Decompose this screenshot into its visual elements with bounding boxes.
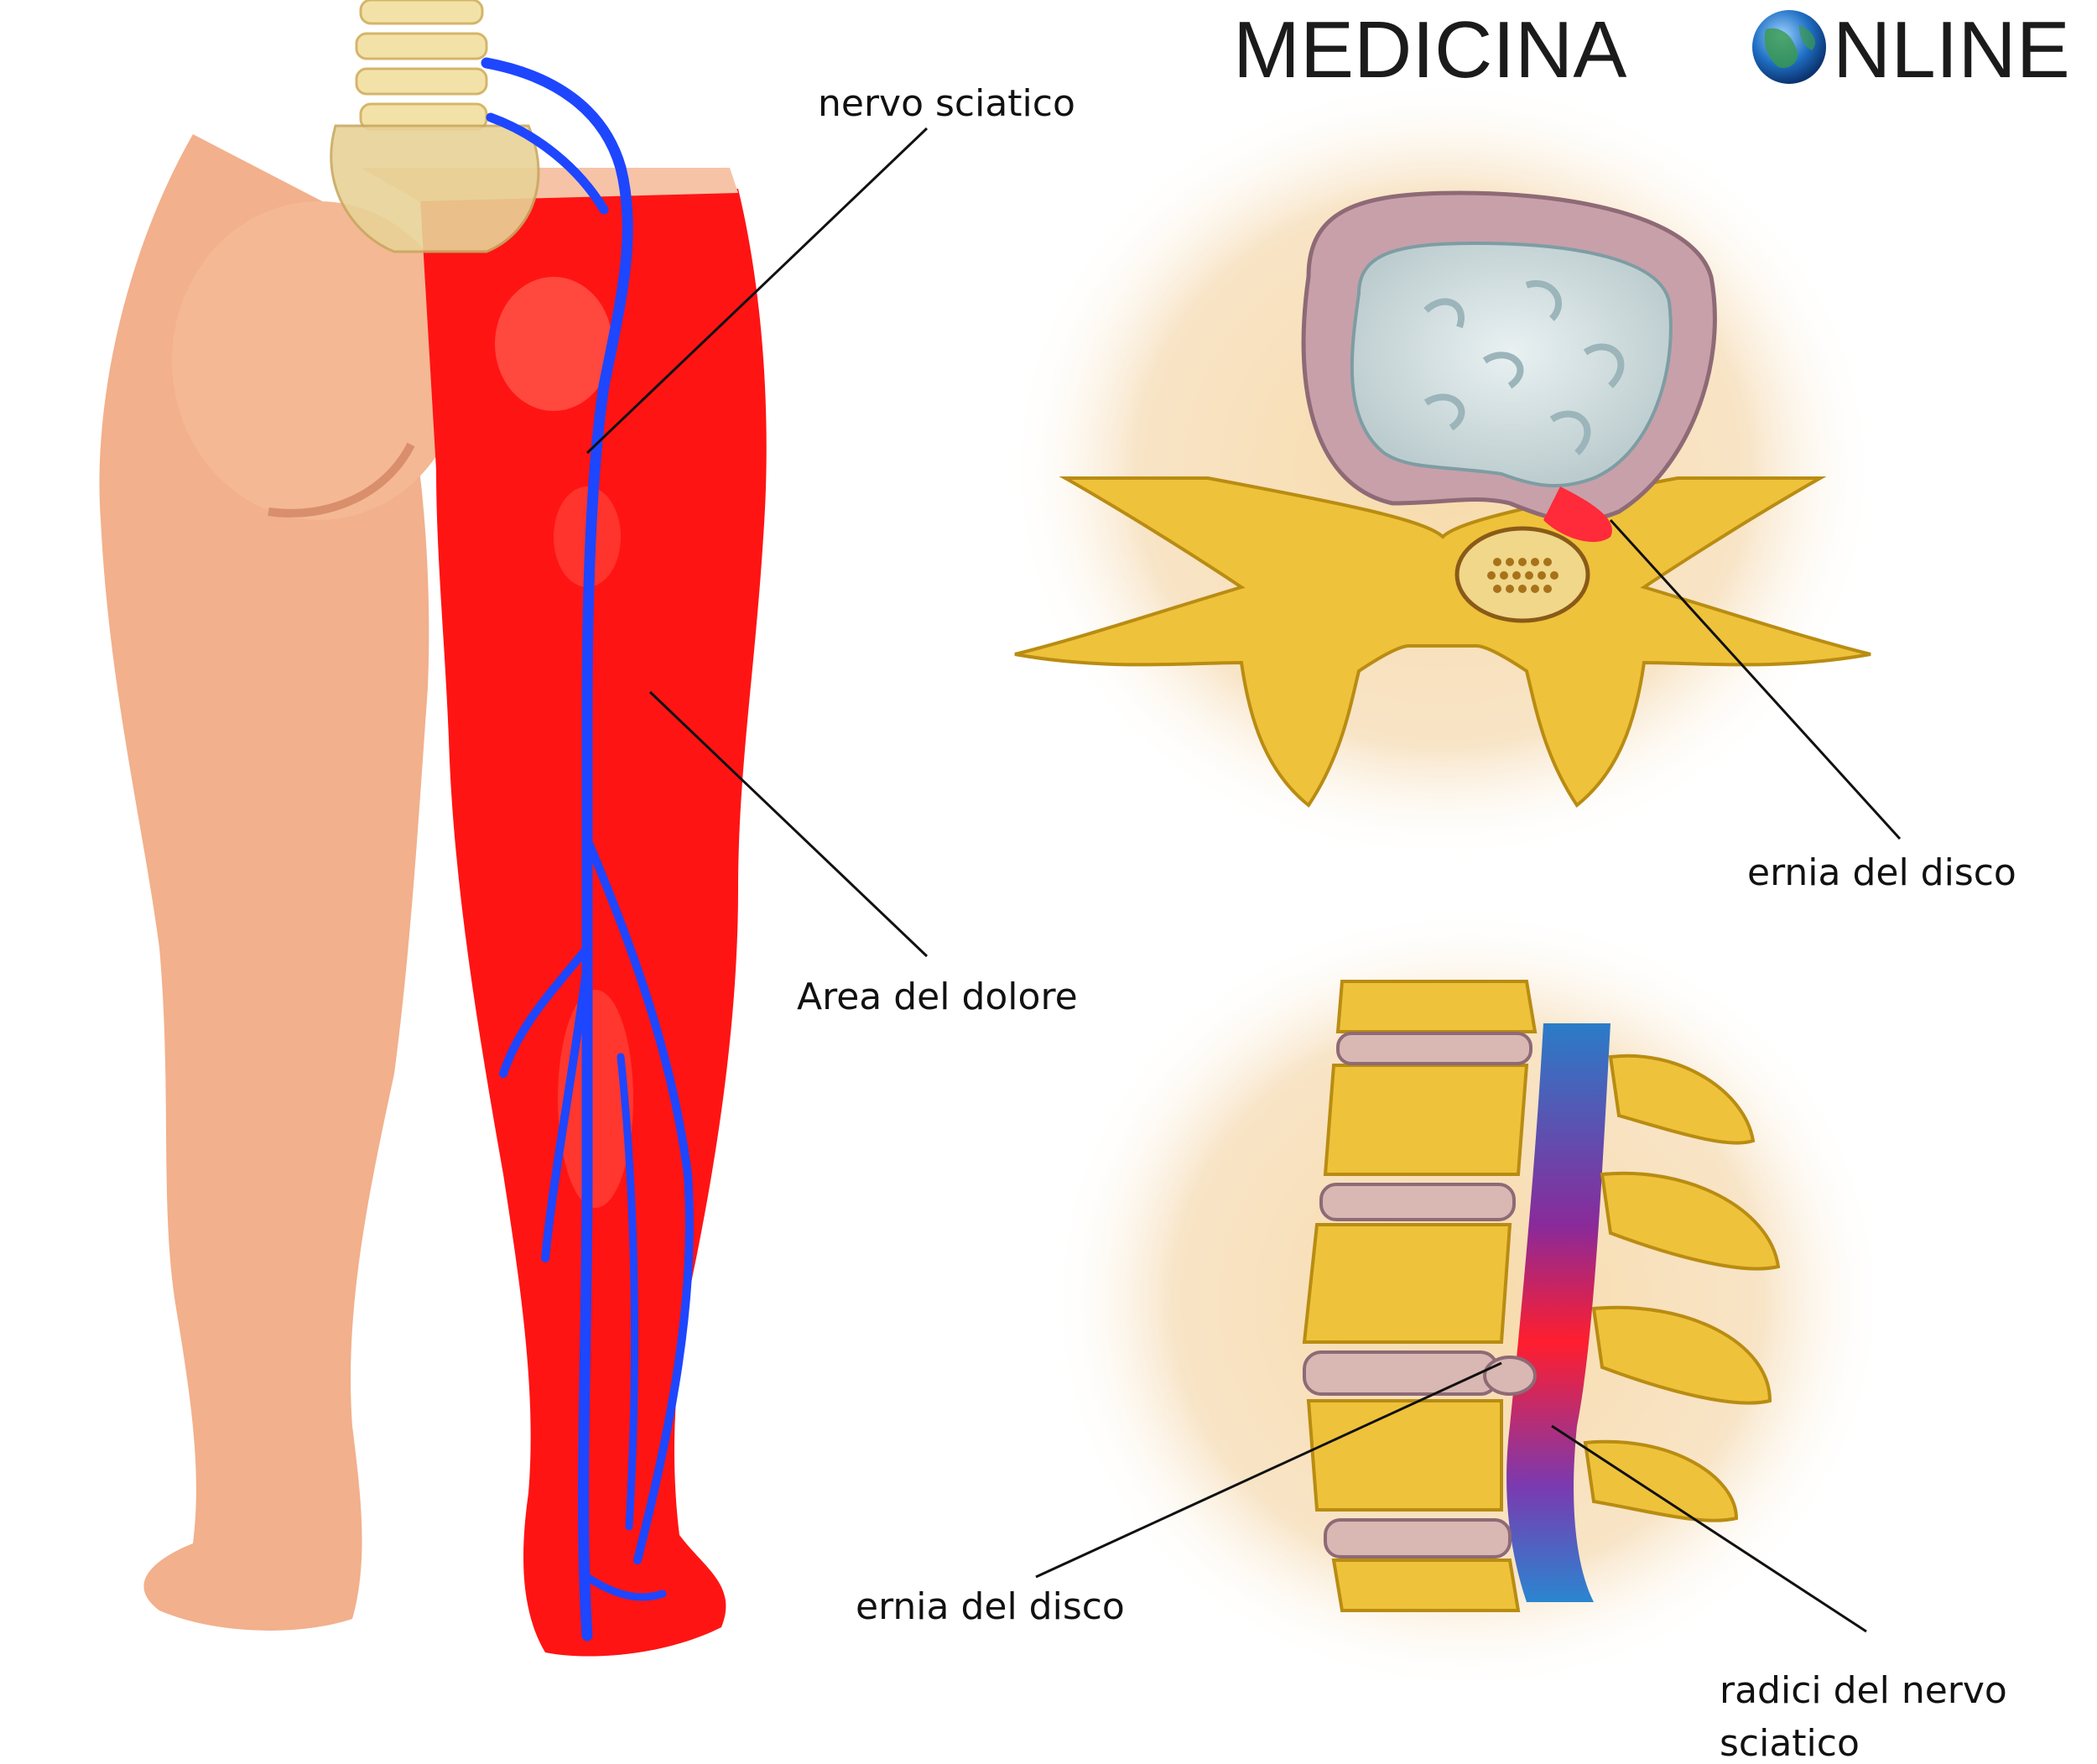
left-buttock <box>172 201 466 520</box>
disc-cross-section-inset <box>1007 75 1879 864</box>
herniation-top <box>1543 487 1612 543</box>
intervertebral-discs <box>1303 1032 1532 1558</box>
pain-area-leg <box>419 180 767 1657</box>
labels: nervo sciatico Area del dolore ernia del… <box>797 82 2016 1764</box>
label-sciatic-nerve: nervo sciatico <box>818 82 1075 125</box>
brand-text-nline: NLINE <box>1833 5 2070 95</box>
brand-logo: MEDICINA NLINE <box>1233 5 2070 95</box>
label-pain-area: Area del dolore <box>797 976 1078 1018</box>
label-herniated-disc-top: ernia del disco <box>1747 851 2016 894</box>
herniation-bottom <box>1483 1356 1537 1396</box>
label-herniated-disc-bottom: ernia del disco <box>856 1585 1125 1628</box>
label-nerve-roots-line1: radici del nervo <box>1720 1669 2007 1712</box>
spine-icon <box>330 0 540 253</box>
leader-lines <box>585 127 1902 1633</box>
spinal-cord-cross-section <box>1454 526 1590 623</box>
globe-icon <box>1752 10 1826 84</box>
body-back-view <box>99 0 767 1657</box>
lateral-spine-inset <box>1048 906 1887 1694</box>
vertebral-bodies <box>1302 980 1538 1612</box>
vertebra-cross-section <box>1014 476 1871 808</box>
sciatic-nerve-path <box>481 57 694 1642</box>
spinous-processes <box>1583 1054 1781 1522</box>
label-nerve-roots-line2: sciatico <box>1720 1722 1860 1764</box>
spinal-cord-lateral <box>1506 1023 1610 1602</box>
